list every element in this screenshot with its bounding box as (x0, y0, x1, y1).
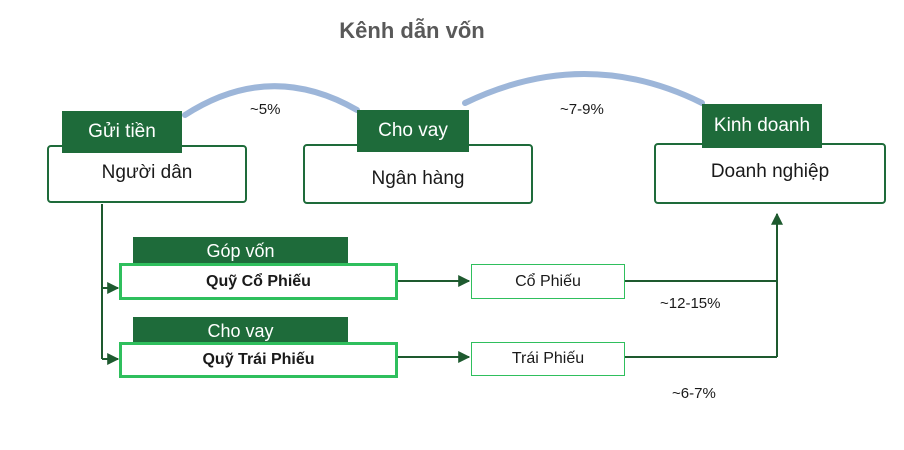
deposit-tag: Gửi tiền (62, 111, 182, 153)
bonds-box: Trái Phiếu (471, 342, 625, 376)
stocks-box: Cổ Phiếu (471, 264, 625, 299)
operate-tag: Kinh doanh (702, 104, 822, 148)
stock-return-rate: ~12-15% (660, 295, 721, 312)
loan-rate: ~7-9% (560, 101, 604, 118)
bank-box: Ngân hàng (303, 144, 533, 204)
stock-fund-box: Quỹ Cổ Phiếu (119, 263, 398, 300)
bank-label: Ngân hàng (371, 168, 465, 189)
deposit-rate: ~5% (250, 101, 281, 118)
people-box: Người dân (47, 145, 247, 203)
fund-lend-tag: Cho vay (133, 317, 348, 345)
bank-lend-tag: Cho vay (357, 110, 469, 152)
deposit-arc (182, 83, 360, 118)
loan-arc (462, 71, 705, 106)
bond-fund-box: Quỹ Trái Phiếu (119, 342, 398, 378)
bond-return-rate: ~6-7% (672, 385, 716, 402)
contribute-tag: Góp vốn (133, 237, 348, 265)
business-label: Doanh nghiệp (710, 160, 830, 182)
diagram-title: Kênh dẫn vốn (339, 18, 485, 43)
business-box: Doanh nghiệp (654, 143, 886, 204)
people-label: Người dân (101, 162, 193, 183)
